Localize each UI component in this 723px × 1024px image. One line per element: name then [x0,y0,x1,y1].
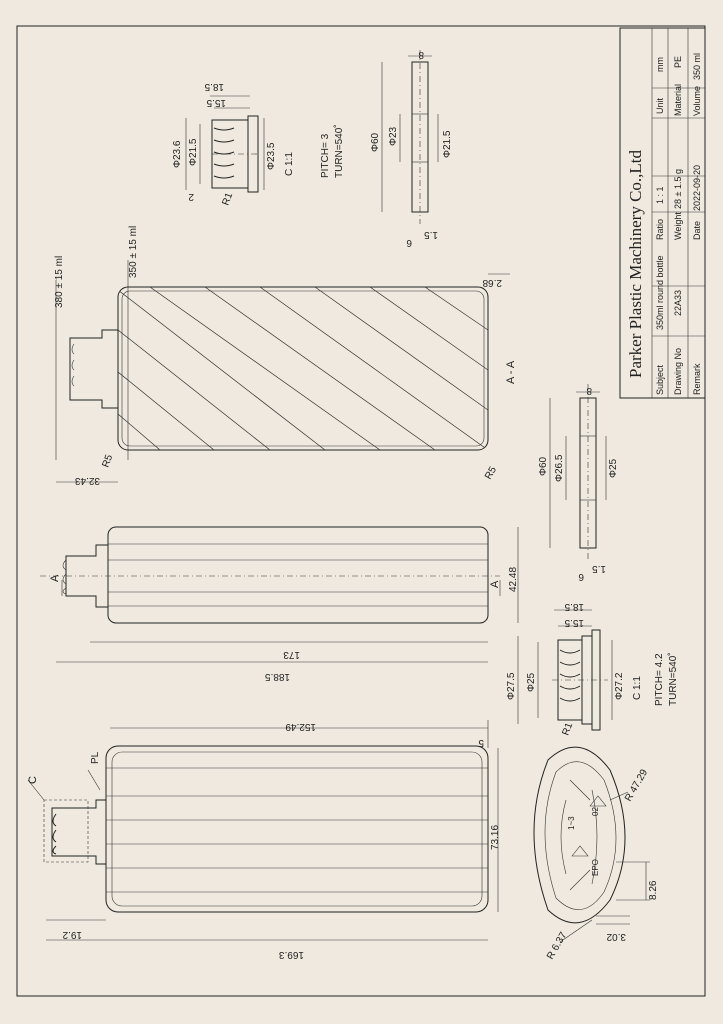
front-dim-19-2: 19.2 [62,929,82,940]
section-dim-2-68: 2.68 [482,277,502,288]
neck-large-d27-2: Φ27.2 [614,672,625,700]
neck-large-h15-5: 15.5 [564,617,584,628]
neck-large-h18-5: 18.5 [564,601,584,612]
side-a-bottom: A [489,580,501,588]
bottom-dim-8-26: 8.26 [648,880,659,900]
neck-large-r1: R1 [560,721,575,737]
side-dim-188-5: 188.5 [265,671,290,682]
front-dim-73-16: 73.16 [490,825,501,850]
neck-large-scale: C 1:1 [632,676,643,700]
bottom-r47-29: R 47.29 [623,767,650,803]
side-dim-173: 173 [283,649,300,660]
ratio-value: 1 : 1 [655,186,665,204]
date-label: Date [692,221,702,240]
volume-value: 350 ml [692,53,702,80]
side-dim-42-48: 42.48 [508,567,519,592]
drawing-no-label: Drawing No [673,348,683,395]
unit-label: Unit [655,97,665,114]
weight-label: Weight [673,212,683,240]
neck-small-r1: R1 [220,191,235,207]
side-a-top: A [49,574,61,582]
cap-small-w6: 6 [406,237,412,248]
section-label: A - A [505,360,517,384]
neck-small-h18-5: 18.5 [204,81,224,92]
bottom-mark-epo: EPO [591,859,600,876]
neck-small-h2: 2 [188,191,194,202]
side-view: A A 42.48 173 188.5 [40,526,519,682]
cap-small-w8: 8 [418,49,424,60]
front-dim-169-3: 169.3 [279,949,304,960]
section-r5-bottom: R5 [483,465,499,482]
neck-small-scale: C 1:1 [284,152,295,176]
cap-large-d60: Φ60 [538,456,549,476]
cap-small-d23: Φ23 [388,126,399,146]
neck-small-turn: TURN=540˚ [333,124,345,178]
date-value: 2022-09-20 [692,165,702,211]
cap-small-d21-5: Φ21.5 [442,130,453,158]
neck-small-h15-5: 15.5 [206,97,226,108]
section-r5-top: R5 [100,453,115,469]
front-dim-5: 5 [478,737,484,748]
weight-value: 28 ± 1.5 g [673,169,683,209]
section-cap-350: 350 ± 15 ml [128,226,139,278]
neck-large-turn: TURN=540˚ [667,652,679,706]
neck-small-d23-6: Φ23.6 [172,140,183,168]
neck-detail-small: Φ23.6 Φ21.5 Φ23.5 18.5 15.5 2 R1 C 1:1 P… [172,81,345,207]
cap-large-w1-5: 1.5 [592,563,606,574]
neck-detail-large: Φ27.5 Φ25 Φ27.2 18.5 15.5 R1 C 1:1 PITCH… [506,601,679,737]
bottom-mark-02: 02 [591,807,600,816]
section-cap-380: 380 ± 15 ml [54,256,65,308]
drawing-no-value: 22A33 [673,290,683,316]
remark-label: Remark [692,363,702,395]
cap-large-w8: 8 [586,385,592,396]
section-hatching [118,287,488,450]
bottom-r6-37: R 6.37 [545,930,569,961]
cap-large-d26-5: Φ26.5 [554,454,565,482]
neck-small-pitch: PITCH= 3 [320,133,331,178]
neck-small-d21-5: Φ21.5 [188,138,199,166]
neck-large-d27-5: Φ27.5 [506,672,517,700]
subject-label: Subject [655,364,665,395]
ratio-label: Ratio [655,219,665,240]
bottom-mark-1-3: 1~3 [567,816,576,830]
front-c-label: C [27,776,39,784]
title-block: Parker Plastic Machinery Co.,Ltd Subject… [619,27,706,399]
volume-label: Volume [692,86,702,116]
bottom-dim-3-02: 3.02 [606,931,626,942]
cap-small-w1-5: 1.5 [424,229,438,240]
unit-value: mm [655,57,665,72]
front-pl-label: PL [90,751,101,764]
material-label: Material [673,84,683,116]
bottom-view: R 47.29 R 6.37 8.26 3.02 1~3 02 EPO [533,746,659,962]
company-name: Parker Plastic Machinery Co.,Ltd [626,149,645,378]
cap-large-d25: Φ25 [608,458,619,478]
cap-small-d60: Φ60 [370,132,381,152]
front-view: C PL 152.49 5 73.16 19.2 169.3 [27,720,501,960]
neck-small-d23-5: Φ23.5 [266,142,277,170]
cap-large-w6: 6 [578,571,584,582]
subject-value: 350ml round bottle [655,255,665,330]
cap-detail-small: Φ60 Φ23 Φ21.5 8 6 1.5 [370,49,453,248]
section-a-a-view: 380 ± 15 ml 350 ± 15 ml R5 R5 32.43 2.68… [54,226,517,486]
material-value: PE [673,56,683,68]
front-dim-152-49: 152.49 [285,721,316,732]
cap-detail-large: Φ60 Φ26.5 Φ25 8 6 1.5 [538,384,619,582]
neck-large-pitch: PITCH= 4.2 [654,653,665,706]
neck-large-d25: Φ25 [526,672,537,692]
drawing-border [16,25,706,997]
section-dim-32-43: 32.43 [75,475,100,486]
